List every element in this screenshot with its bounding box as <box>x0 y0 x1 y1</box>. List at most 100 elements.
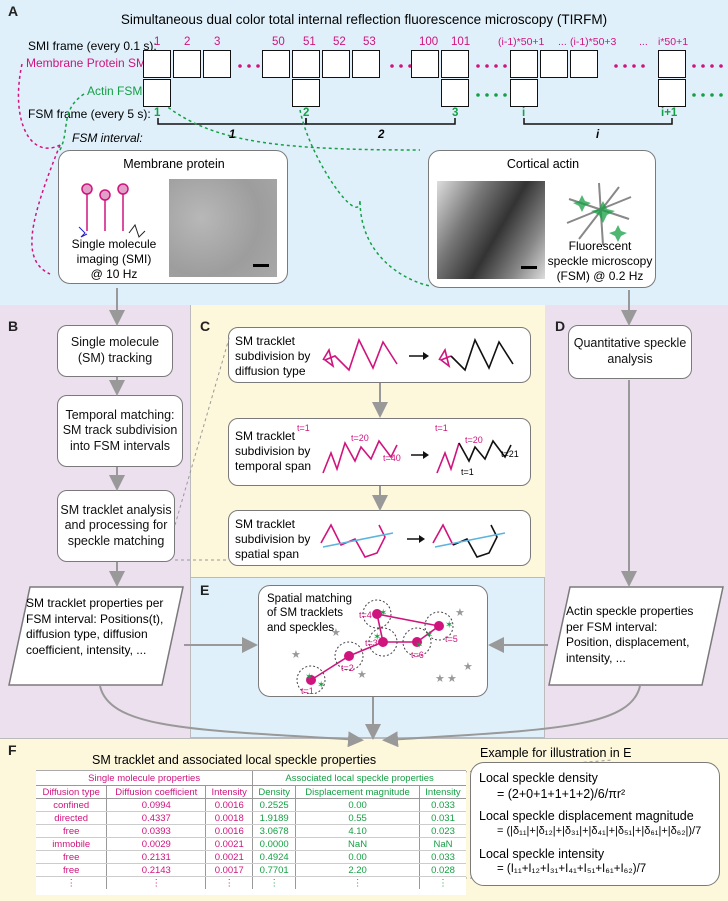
table-cell: free <box>36 824 108 838</box>
temporal-span-box: SM tracklet subdivision by temporal span… <box>228 418 531 486</box>
table-cell: 4.10 <box>295 824 420 838</box>
table-cell: 0.2525 <box>252 798 297 812</box>
table-cell: 0.00 <box>295 798 420 812</box>
spatial-matching-illustration: ✶✶✶ ✶✶✶✶ ★★★★ ★★★ <box>291 599 473 694</box>
temporal-matching-box: Temporal matching: SM track subdivision … <box>57 395 183 467</box>
table-cell: confined <box>36 798 108 812</box>
panel-a-label: A <box>8 3 19 19</box>
fsm-interval-label: FSM interval: <box>72 131 143 145</box>
time-label: t=40 <box>383 453 401 463</box>
sm-tracking-box: Single molecule (SM) tracking <box>57 325 173 377</box>
example-title: Example for illustration in E <box>480 746 632 760</box>
svg-text:✶: ✶ <box>445 620 453 631</box>
cortical-actin-title: Cortical actin <box>506 157 580 171</box>
time-label: t=1 <box>461 467 474 477</box>
speckle-properties-group-header: Associated local speckle properties <box>252 771 466 786</box>
time-label: t=21 <box>501 449 519 459</box>
table-cell: 0.0018 <box>205 811 254 825</box>
smi-frame <box>143 50 171 78</box>
displacement-label: Local speckle displacement magnitude <box>479 809 694 823</box>
table-cell: ⋮ <box>295 876 420 889</box>
column-header: Diffusion type <box>36 785 108 799</box>
table-cell: immobile <box>36 837 108 851</box>
table-cell: ⋮ <box>438 877 448 889</box>
fsm-micrograph <box>437 181 545 279</box>
interval-number: 2 <box>378 129 385 141</box>
fsm-frame-label: FSM frame (every 5 s): <box>28 107 151 121</box>
smi-frame <box>441 50 469 78</box>
spatial-span-text: SM tracklet subdivision by spatial span <box>235 517 311 561</box>
table-cell: NaN <box>295 837 420 851</box>
smi-number: 2 <box>184 36 191 48</box>
tracklet-analysis-box: SM tracklet analysis and processing for … <box>57 490 175 562</box>
properties-table: Single molecule properties Associated lo… <box>36 771 466 889</box>
table-cell: ⋮ <box>205 876 254 889</box>
column-header: Intensity <box>205 785 254 799</box>
diffusion-type-box: SM tracklet subdivision by diffusion typ… <box>228 327 531 383</box>
actin-network-icon <box>566 182 632 246</box>
svg-text:★: ★ <box>357 669 367 681</box>
table-cell: ⋮ <box>36 876 108 889</box>
table-cell: 0.028 <box>419 863 466 877</box>
intensity-label: Local speckle intensity <box>479 847 605 861</box>
smi-frame <box>510 50 538 78</box>
time-label: t=1 <box>435 423 448 433</box>
table-cell: 0.031 <box>419 811 466 825</box>
svg-text:★: ★ <box>435 673 445 685</box>
temporal-span-illustration <box>322 439 512 474</box>
table-cell: 0.033 <box>419 850 466 864</box>
table-cell: directed <box>36 811 108 825</box>
spatial-span-box: SM tracklet subdivision by spatial span <box>228 510 531 566</box>
actin-fsm-label: Actin FSM <box>87 84 143 98</box>
membrane-protein-title: Membrane protein <box>123 157 225 171</box>
svg-text:★: ★ <box>463 661 473 673</box>
interval-number: 1 <box>229 129 236 141</box>
smi-frame <box>203 50 231 78</box>
table-cell: NaN <box>419 837 466 851</box>
table-cell: 0.00 <box>295 850 420 864</box>
smi-frame <box>352 50 380 78</box>
sm-tracklet-properties-text: SM tracklet properties per FSM interval:… <box>26 596 164 657</box>
smi-number: 100 <box>419 36 439 48</box>
panel-a-title: Simultaneous dual color total internal r… <box>120 12 608 27</box>
table-cell: 3.0678 <box>252 824 297 838</box>
fsm-frame <box>510 79 538 107</box>
scale-bar <box>253 264 269 267</box>
spatial-matching-title: Spatial matching of SM tracklets and spe… <box>267 593 353 634</box>
table-cell: free <box>36 863 108 877</box>
table-cell: 0.0017 <box>205 863 254 877</box>
table-cell: 0.0029 <box>106 837 207 851</box>
smi-number: (i-1)*50+1 <box>498 36 545 48</box>
actin-speckle-properties-text: Actin speckle properties per FSM interva… <box>566 604 694 665</box>
smi-frame <box>540 50 568 78</box>
panel-c-label: C <box>200 318 211 334</box>
time-label: t=5 <box>445 634 458 644</box>
fsm-frame <box>143 79 171 107</box>
smi-frame <box>658 50 686 78</box>
table-cell: 0.033 <box>419 798 466 812</box>
temporal-span-text: SM tracklet subdivision by temporal span <box>235 429 312 473</box>
cortical-actin-caption: Fluorescent speckle microscopy (FSM) @ 0… <box>547 239 653 283</box>
svg-text:✶: ✶ <box>317 680 325 691</box>
intensity-formula: = (I₁₁+I₁₂+I₃₁+I₄₁+I₅₁+I₆₁+I₆₂)/7 <box>497 863 647 875</box>
spatial-matching-box: Spatial matching of SM tracklets and spe… <box>258 585 488 697</box>
fsm-number: 2 <box>303 107 310 119</box>
time-label: t=4 <box>359 610 372 620</box>
table-cell: 0.7701 <box>252 863 297 877</box>
fsm-number: i+1 <box>661 107 678 119</box>
svg-text:✶: ✶ <box>415 640 423 651</box>
smi-number: 50 <box>272 36 285 48</box>
fsm-frame <box>441 79 469 107</box>
fsm-frame <box>658 79 686 107</box>
diffusion-type-illustration <box>322 337 514 372</box>
smi-frame <box>322 50 350 78</box>
properties-table-wrapper: Single molecule properties Associated lo… <box>36 770 466 895</box>
density-label: Local speckle density <box>479 771 598 785</box>
table-cell: 0.0021 <box>205 850 254 864</box>
time-label: t=1 <box>301 686 314 696</box>
panel-d-label: D <box>555 318 566 334</box>
